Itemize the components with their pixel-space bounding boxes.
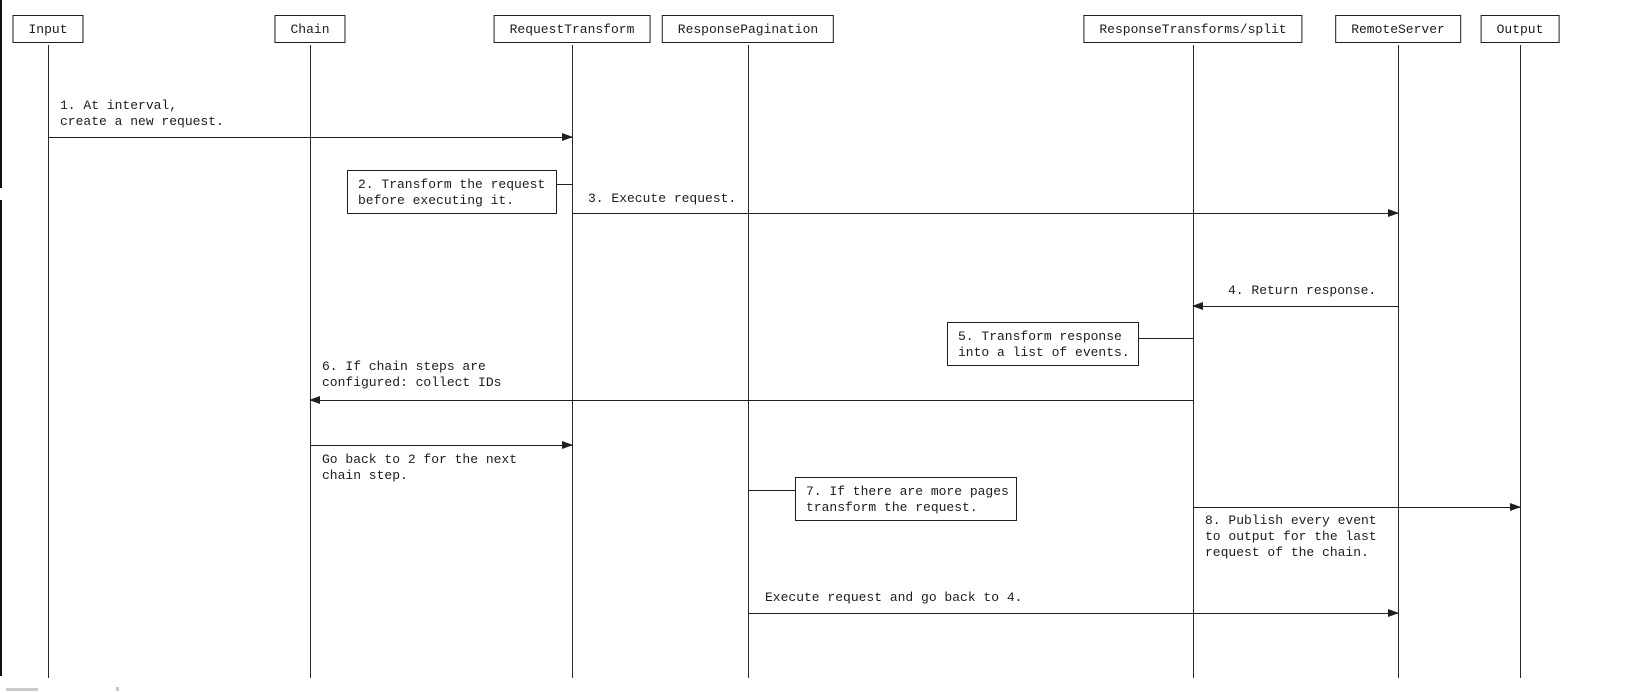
message-8-label: 8. Publish every event to output for the… bbox=[1205, 513, 1377, 560]
cropped-text-artifact bbox=[116, 687, 119, 691]
lifeline-response-transforms-split bbox=[1193, 45, 1194, 678]
lifeline-remote-server bbox=[1398, 45, 1399, 678]
participant-label: Output bbox=[1496, 22, 1544, 37]
participant-label: ResponseTransforms/split bbox=[1099, 22, 1287, 37]
participant-box-input: Input bbox=[12, 15, 84, 43]
arrowhead-right-icon bbox=[1388, 609, 1399, 617]
message-5-note-box: 5. Transform response into a list of eve… bbox=[947, 322, 1139, 366]
participant-label: Chain bbox=[290, 22, 330, 37]
participant-box-response-pagination: ResponsePagination bbox=[661, 15, 835, 43]
message-6-label: 6. If chain steps are configured: collec… bbox=[322, 359, 502, 390]
arrowhead-right-icon bbox=[562, 441, 573, 449]
arrowhead-left-icon bbox=[1192, 302, 1203, 310]
participant-label: RequestTransform bbox=[509, 22, 635, 37]
message-1-arrow bbox=[48, 133, 573, 141]
message-2-connector bbox=[557, 184, 572, 185]
execute-again-arrow bbox=[748, 609, 1399, 617]
message-7-note-box: 7. If there are more pages transform the… bbox=[795, 477, 1017, 521]
lifeline-chain bbox=[310, 45, 311, 678]
canvas-left-border-bottom bbox=[0, 200, 2, 676]
arrowhead-left-icon bbox=[309, 396, 320, 404]
participant-label: RemoteServer bbox=[1351, 22, 1445, 37]
message-4-arrow bbox=[1192, 302, 1398, 310]
lifeline-request-transform bbox=[572, 45, 573, 678]
participant-label: Input bbox=[28, 22, 68, 37]
arrowhead-right-icon bbox=[1388, 209, 1399, 217]
execute-again-label: Execute request and go back to 4. bbox=[765, 590, 1023, 605]
lifeline-response-pagination bbox=[748, 45, 749, 678]
arrowhead-right-icon bbox=[562, 133, 573, 141]
participant-box-request-transform: RequestTransform bbox=[493, 15, 651, 43]
message-7-connector bbox=[748, 490, 795, 491]
go-back-label: Go back to 2 for the next chain step. bbox=[322, 452, 518, 483]
participant-label: ResponsePagination bbox=[677, 22, 819, 37]
arrowhead-right-icon bbox=[1510, 503, 1521, 511]
message-6-arrow bbox=[309, 396, 1193, 404]
message-8-arrow bbox=[1193, 503, 1521, 511]
participant-box-output: Output bbox=[1480, 15, 1560, 43]
participant-box-remote-server: RemoteServer bbox=[1335, 15, 1461, 43]
participant-box-chain: Chain bbox=[274, 15, 346, 43]
message-3-label: 3. Execute request. bbox=[588, 191, 737, 206]
participant-box-response-transforms-split: ResponseTransforms/split bbox=[1083, 15, 1303, 43]
canvas-left-border-top bbox=[0, 0, 2, 188]
lifeline-input bbox=[48, 45, 49, 678]
message-5-connector bbox=[1139, 338, 1193, 339]
message-1-label: 1. At interval, create a new request. bbox=[60, 98, 224, 129]
lifeline-output bbox=[1520, 45, 1521, 678]
message-4-label: 4. Return response. bbox=[1228, 283, 1377, 298]
go-back-arrow bbox=[310, 441, 573, 449]
message-3-arrow bbox=[572, 209, 1399, 217]
cropped-text-artifact bbox=[6, 688, 38, 691]
message-2-note-box: 2. Transform the request before executin… bbox=[347, 170, 557, 214]
